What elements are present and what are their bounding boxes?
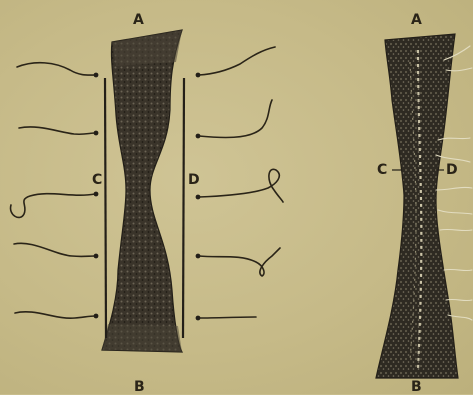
right-label-d: D: [446, 163, 458, 177]
left-label-c: C: [92, 173, 102, 187]
right-figure: [376, 34, 472, 378]
left-label-b: B: [134, 380, 145, 394]
left-rod-c: [105, 78, 106, 338]
right-label-a: A: [411, 13, 422, 27]
right-label-b: B: [411, 380, 422, 394]
left-label-a: A: [133, 13, 144, 27]
left-bundle: [102, 30, 182, 352]
left-figure: [11, 30, 283, 352]
right-label-c: C: [377, 163, 387, 177]
left-threads-d: [199, 47, 283, 318]
left-threads-c: [11, 63, 95, 319]
left-rod-d: [183, 78, 184, 338]
left-label-d: D: [188, 173, 200, 187]
right-bundle: [376, 34, 458, 378]
